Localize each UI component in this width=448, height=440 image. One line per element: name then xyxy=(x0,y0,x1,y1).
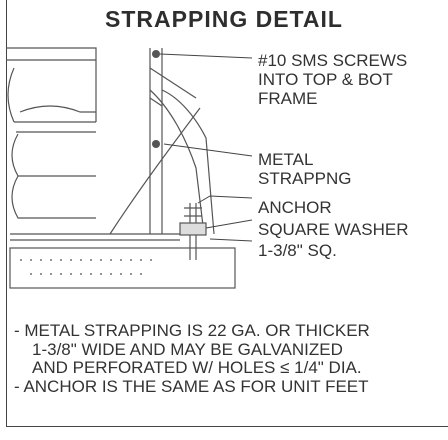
callout-square-washer: SQUARE WASHER xyxy=(258,220,409,239)
angled-strap-2 xyxy=(149,89,205,235)
detail-title: STRAPPING DETAIL xyxy=(105,6,343,32)
note-strapping-line1: - METAL STRAPPING IS 22 GA. OR THICKER xyxy=(14,321,370,340)
frame-lower-curve xyxy=(11,133,96,219)
frame-lower xyxy=(14,121,96,133)
note-strapping-line2: 1-3/8" WIDE AND MAY BE GALVANIZED xyxy=(32,339,343,359)
angled-strap xyxy=(161,89,215,235)
detail-frame xyxy=(6,0,448,427)
leader-size xyxy=(209,238,253,242)
callout-screws-line1: #10 SMS SCREWS xyxy=(258,51,408,70)
callout-screws-line2: INTO TOP & BOT xyxy=(258,70,393,89)
anchor-ticks xyxy=(184,207,202,217)
note-anchor: - ANCHOR IS THE SAME AS FOR UNIT FEET xyxy=(14,376,448,397)
callout-washer-size: 1-3/8" SQ. xyxy=(258,241,337,260)
callout-strap-line1: METAL xyxy=(258,150,314,169)
note-strapping: - METAL STRAPPING IS 22 GA. OR THICKER 1… xyxy=(14,321,448,378)
frame-mid xyxy=(19,105,96,113)
callout-strap-line2: STRAPPNG xyxy=(258,169,352,188)
strap-stripe xyxy=(149,67,197,107)
square-washer xyxy=(179,222,207,236)
unit-frame-outline xyxy=(7,67,97,123)
callout-anchor: ANCHOR xyxy=(258,198,332,217)
leader-screws xyxy=(159,53,253,59)
note-strapping-line3: AND PERFORATED W/ HOLES ≤ 1/4" DIA. xyxy=(32,358,362,377)
callout-screws-line3: FRAME xyxy=(258,89,318,108)
note-anchor-line1: - ANCHOR IS THE SAME AS FOR UNIT FEET xyxy=(14,376,369,396)
footing-dots xyxy=(20,259,160,275)
notes: - METAL STRAPPING IS 22 GA. OR THICKER 1… xyxy=(14,321,448,397)
callout-metal-strapping: METAL STRAPPNG xyxy=(258,150,352,188)
leader-strap xyxy=(163,143,253,157)
leader-washer xyxy=(205,219,253,229)
strap-diagonal xyxy=(109,107,201,235)
leader-anchor xyxy=(197,195,253,204)
screw-top xyxy=(152,50,160,58)
frame-bottom xyxy=(10,233,180,241)
strapping-drawing xyxy=(6,47,253,289)
callout-screws: #10 SMS SCREWS INTO TOP & BOT FRAME xyxy=(258,51,407,108)
screw-mid xyxy=(152,140,160,148)
footing-box xyxy=(9,247,236,289)
unit-frame-top xyxy=(6,47,97,68)
